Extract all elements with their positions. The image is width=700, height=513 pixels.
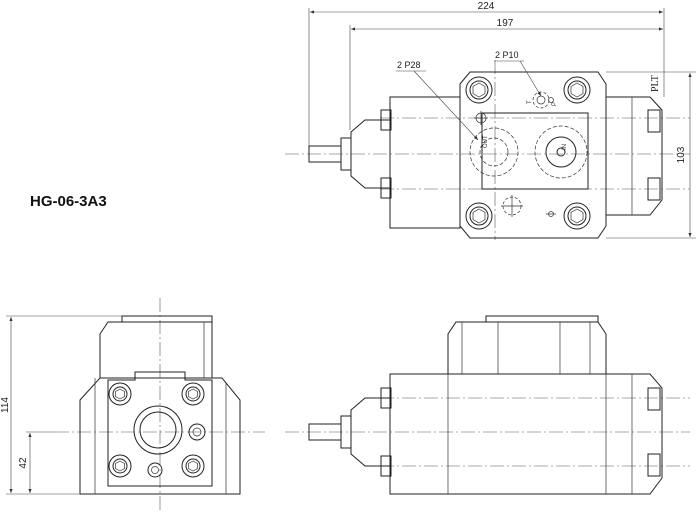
end-view-upper-block [99, 321, 213, 379]
end-plug-top [647, 109, 661, 133]
cover-plate [459, 71, 607, 239]
end-plug-bottom [647, 177, 661, 201]
end-bolt-top-right [181, 382, 205, 406]
end-view-face-plate [107, 371, 213, 487]
end-main-port [133, 405, 183, 455]
port-p-label: P [552, 102, 558, 106]
end-view: 114 42 [0, 298, 265, 510]
side-top-cap [485, 315, 599, 323]
side-view [285, 315, 690, 495]
p28-leader [413, 70, 479, 141]
main-body-left [389, 96, 461, 229]
port-right [534, 125, 588, 179]
port-left-hidden [469, 127, 519, 177]
end-bolt-bottom-left [108, 454, 132, 478]
dim-center-height: 42 [18, 457, 29, 469]
corner-bolt-top-right [563, 76, 591, 104]
top-view: OUT IN T P 2 P28 2 P10 PLT 224 197 103 [285, 1, 696, 240]
dim-height-side-view: 114 [0, 397, 11, 413]
bonnet-plug-bottom [380, 177, 392, 199]
pilot-port-small-top [532, 91, 554, 109]
mounting-face [481, 112, 589, 190]
side-bonnet-plug-top [380, 387, 392, 409]
bonnet-plug-top [380, 109, 392, 131]
port-t-label: T [527, 100, 533, 104]
end-view-body [79, 377, 241, 495]
side-upper-block [447, 321, 607, 375]
port-p28-label: 2 P28 [397, 60, 421, 70]
port-p10-label: 2 P10 [495, 50, 519, 60]
side-main-body [389, 373, 663, 495]
main-body-right [605, 96, 663, 216]
corner-bolt-bottom-right [563, 202, 591, 230]
end-bolt-bottom-right [181, 454, 205, 478]
locating-pin-bottom [546, 211, 556, 217]
side-end-plug-top [647, 387, 661, 411]
end-bolt-top-left [108, 382, 132, 406]
end-small-port-bottom [147, 462, 163, 478]
port-out-label: OUT [483, 135, 489, 148]
pilot-port-small-bottom [501, 195, 523, 217]
model-label: HG-06-3A3 [30, 193, 107, 210]
port-in-label: IN [562, 144, 568, 150]
dim-overall-width: 224 [478, 1, 495, 12]
end-small-port-right [188, 423, 206, 441]
locating-pin-top-left [474, 111, 488, 125]
corner-bolt-bottom-left [465, 202, 493, 230]
corner-bolt-top-left [465, 76, 493, 104]
end-view-top-cap [121, 315, 213, 323]
plt-label: PLT [650, 75, 661, 92]
side-bonnet-plug-bottom [380, 455, 392, 477]
p10-leader [519, 60, 542, 97]
dim-body-width: 197 [497, 18, 514, 29]
dim-height-top-view: 103 [676, 146, 687, 163]
side-end-plug-bottom [647, 453, 661, 477]
